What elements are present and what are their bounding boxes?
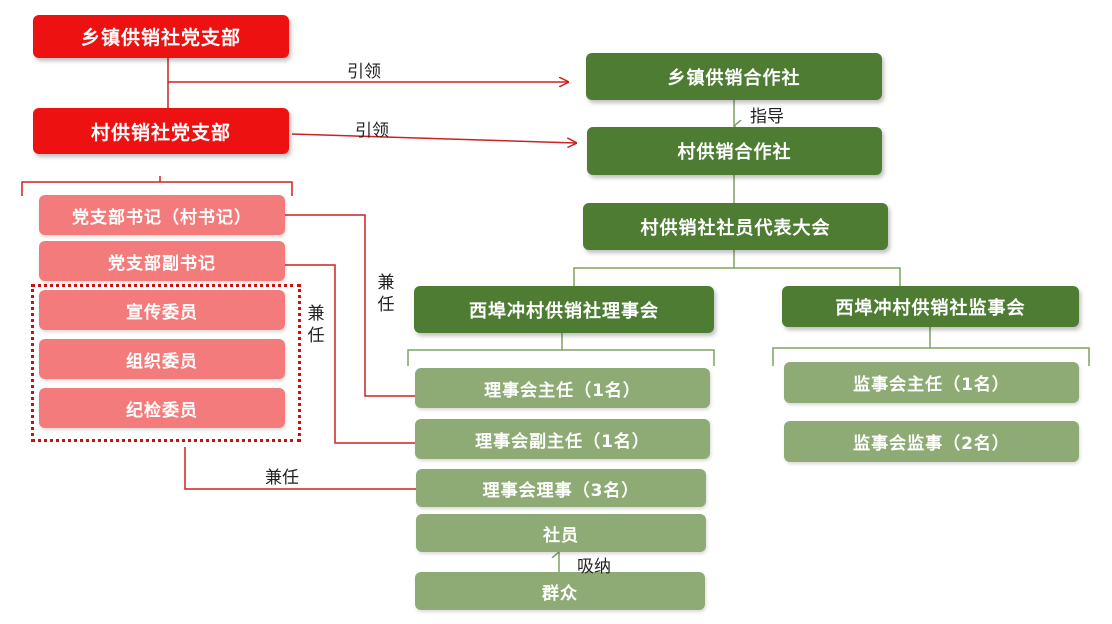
discipline-member: 纪检委员 [39, 388, 285, 428]
supervisory-members: 监事会监事（2名） [784, 421, 1079, 462]
concurrent-label-secretary: 兼任 [377, 273, 395, 315]
absorb-label: 吸纳 [577, 557, 611, 577]
party-secretary: 党支部书记（村书记） [39, 195, 285, 235]
coop-members: 社员 [416, 514, 706, 552]
supervisory-board: 西埠冲村供销社监事会 [782, 286, 1079, 327]
council-vice-chair: 理事会副主任（1名） [415, 419, 710, 459]
congress-branch [573, 250, 901, 286]
party-deputy-secretary: 党支部副书记 [39, 241, 285, 281]
town-coop: 乡镇供销合作社 [586, 53, 882, 100]
publicity-member: 宣传委员 [39, 290, 285, 330]
concurrent-line-committee [184, 447, 416, 490]
lead-label-village: 引领 [355, 121, 389, 141]
concurrent-line-secretary [285, 214, 416, 397]
lead-arrow-village [291, 133, 576, 143]
concurrent-line-deputy [285, 264, 416, 444]
committee-group [31, 284, 301, 442]
council-bracket [407, 333, 715, 366]
organization-member: 组织委员 [39, 339, 285, 379]
supervisory-bracket [772, 327, 1090, 366]
party-bracket [21, 176, 293, 196]
council-chair: 理事会主任（1名） [415, 368, 710, 408]
guide-label: 指导 [750, 107, 784, 127]
concurrent-label-committee: 兼任 [265, 468, 299, 488]
village-party-branch: 村供销社党支部 [33, 108, 289, 154]
member-congress: 村供销社社员代表大会 [583, 203, 888, 250]
town-party-branch: 乡镇供销社党支部 [33, 15, 289, 58]
lead-label-town: 引领 [347, 62, 381, 82]
concurrent-label-deputy: 兼任 [307, 304, 325, 346]
supervisory-chair: 监事会主任（1名） [784, 362, 1079, 403]
council: 西埠冲村供销社理事会 [414, 286, 714, 333]
village-coop: 村供销合作社 [587, 127, 882, 175]
council-directors: 理事会理事（3名） [416, 469, 706, 507]
masses: 群众 [415, 572, 705, 610]
